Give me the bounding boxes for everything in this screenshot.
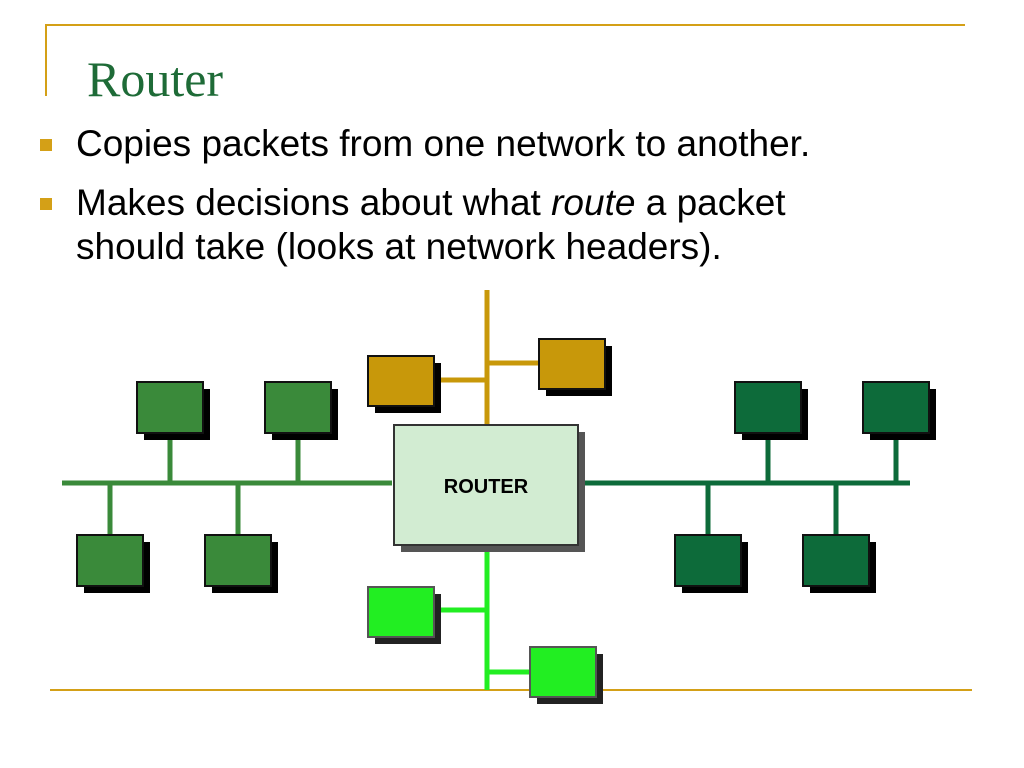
bullet-marker [40, 198, 52, 210]
bullet-item: Makes decisions about what route a packe… [40, 181, 980, 269]
bullet-text-post: a packet [635, 182, 786, 223]
bullet-item: Copies packets from one network to anoth… [40, 122, 980, 166]
slide-title: Router [87, 51, 224, 107]
bullet-text-pre: Makes decisions about what [76, 182, 552, 223]
bullet-list: Copies packets from one network to anoth… [40, 122, 980, 284]
bottom-network [367, 545, 603, 704]
host-box [674, 534, 748, 593]
host-box [529, 646, 603, 704]
host-box [76, 534, 150, 593]
router-label: ROUTER [444, 476, 529, 498]
host-box [367, 586, 441, 644]
host-box [734, 381, 808, 440]
host-box [136, 381, 210, 440]
host-box [802, 534, 876, 593]
host-box [204, 534, 278, 593]
host-box [367, 355, 441, 413]
bullet-emphasis: route [551, 182, 636, 223]
frame-left-line [45, 24, 47, 96]
frame-top-line [45, 24, 965, 26]
bullet-text-line2: should take (looks at network headers). [76, 226, 722, 267]
host-box [862, 381, 936, 440]
router-box: ROUTER [393, 424, 585, 552]
left-network [62, 381, 392, 593]
bullet-marker [40, 139, 52, 151]
host-box [264, 381, 338, 440]
host-box [538, 338, 612, 396]
top-network [367, 290, 612, 425]
bullet-text: Copies packets from one network to anoth… [76, 123, 811, 164]
frame-bottom-line [50, 689, 972, 691]
right-network [582, 381, 936, 593]
